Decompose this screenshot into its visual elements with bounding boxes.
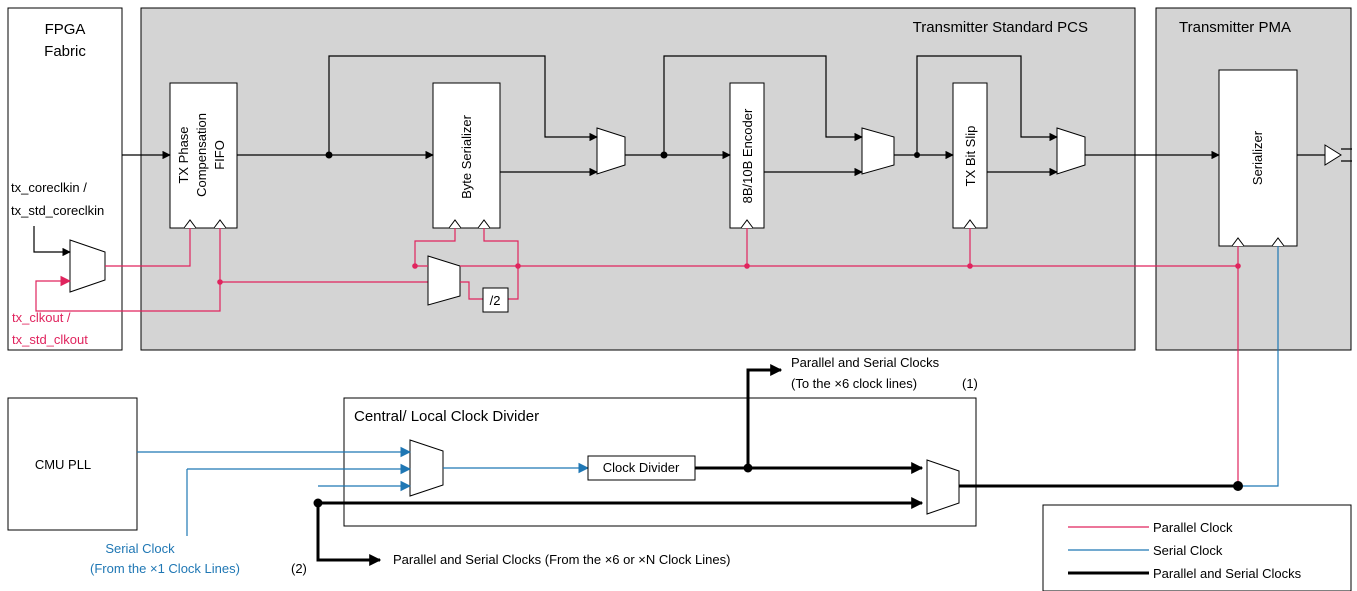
- to-x6-label-2: (To the ×6 clock lines): [791, 376, 917, 391]
- output-clock-mux: [926, 459, 960, 515]
- fpga-fabric-region: [7, 7, 123, 351]
- mux-encoder-bypass: [861, 127, 895, 175]
- fabric-clock-mux: [69, 239, 106, 293]
- pma-title: Transmitter PMA: [1179, 19, 1291, 36]
- serializer-label: Serializer: [1250, 130, 1265, 185]
- byte-serializer-clock-mux: [427, 255, 461, 306]
- tx-bit-slip-block: TX Bit Slip: [952, 82, 988, 229]
- legend-serial-clock-label: Serial Clock: [1153, 543, 1223, 558]
- mux-bit-slip-bypass: [1056, 127, 1086, 175]
- tx-phase-label-1: TX Phase: [176, 126, 191, 183]
- clock-divider-block: [587, 455, 696, 481]
- legend-parallel-serial-label: Parallel and Serial Clocks: [1153, 566, 1302, 581]
- clock-divider-label: Clock Divider: [603, 460, 680, 475]
- coreclkin-label-2: tx_std_coreclkin: [11, 203, 104, 218]
- byte-serializer-label: Byte Serializer: [459, 114, 474, 198]
- clock-source-mux: [409, 439, 444, 497]
- fpga-fabric-label-1: FPGA: [45, 21, 86, 38]
- tx-phase-label-3: FIFO: [212, 140, 227, 170]
- from-x6-xn-label: Parallel and Serial Clocks (From the ×6 …: [393, 552, 730, 567]
- 8b10b-encoder-block: 8B/10B Encoder: [729, 82, 765, 229]
- div2-label: /2: [490, 293, 501, 308]
- bit-slip-label: TX Bit Slip: [963, 126, 978, 187]
- serial-clock-from-x1-label-2: (From the ×1 Clock Lines): [90, 561, 240, 576]
- serializer-block: Serializer: [1218, 69, 1298, 247]
- note-2-label: (2): [291, 561, 307, 576]
- encoder-label: 8B/10B Encoder: [740, 108, 755, 203]
- tx-phase-label-2: Compensation: [194, 113, 209, 197]
- to-x6-label-1: Parallel and Serial Clocks: [791, 355, 940, 370]
- cmu-pll-label: CMU PLL: [35, 457, 91, 472]
- tx-phase-compensation-fifo: TX Phase Compensation FIFO: [169, 82, 238, 229]
- note-1-label: (1): [962, 376, 978, 391]
- byte-serializer-block: Byte Serializer: [432, 82, 501, 229]
- cmu-pll-block: [7, 397, 138, 531]
- clkout-label-1: tx_clkout /: [12, 310, 71, 325]
- div2-block: [482, 287, 509, 313]
- clkout-label-2: tx_std_clkout: [12, 332, 88, 347]
- legend-parallel-clock-label: Parallel Clock: [1153, 520, 1233, 535]
- clock-divider-region-title: Central/ Local Clock Divider: [354, 408, 539, 425]
- pcs-title: Transmitter Standard PCS: [913, 19, 1088, 36]
- mux-byte-serializer-bypass: [596, 127, 626, 175]
- output-buffer-icon: [1324, 144, 1342, 166]
- serial-clock-from-x1-label-1: Serial Clock: [105, 541, 175, 556]
- coreclkin-label-1: tx_coreclkin /: [11, 180, 87, 195]
- legend: Parallel Clock Serial Clock Parallel and…: [1042, 504, 1352, 591]
- fpga-fabric-label-2: Fabric: [44, 43, 86, 60]
